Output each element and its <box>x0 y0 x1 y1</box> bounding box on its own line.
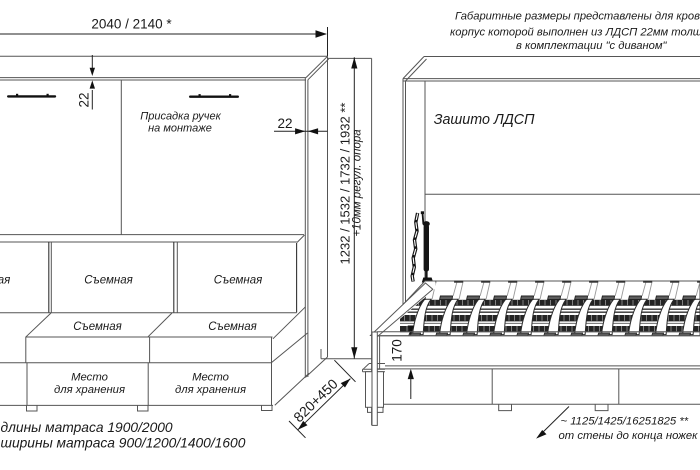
svg-text:длины матраса 1900/2000: длины матраса 1900/2000 <box>1 420 173 435</box>
svg-text:22: 22 <box>277 116 292 131</box>
svg-text:корпус которой выполнен из ЛДС: корпус которой выполнен из ЛДСП 22мм тол… <box>450 26 700 38</box>
svg-text:Съемная: Съемная <box>73 321 121 333</box>
svg-text:Место: Место <box>71 372 108 384</box>
svg-text:от стены до конца ножек: от стены до конца ножек <box>559 430 699 442</box>
svg-text:22: 22 <box>77 92 92 107</box>
svg-text:2040 / 2140 *: 2040 / 2140 * <box>91 17 172 32</box>
svg-text:Присадка ручек: Присадка ручек <box>140 111 221 123</box>
svg-text:Съемная: Съемная <box>214 275 262 287</box>
svg-text:Съемная: Съемная <box>84 275 132 287</box>
svg-text:Съемная: Съемная <box>0 275 10 287</box>
svg-text:в комплектации "с диваном": в комплектации "с диваном" <box>516 40 668 52</box>
svg-text:+10мм регул. опора: +10мм регул. опора <box>352 129 364 236</box>
svg-text:ширины матраса 900/1200/1400/1: ширины матраса 900/1200/1400/1600 <box>1 436 246 451</box>
svg-text:Габаритные размеры представлен: Габаритные размеры представлены для кров… <box>455 10 700 22</box>
svg-text:для хранения: для хранения <box>54 384 125 396</box>
svg-text:170: 170 <box>390 339 405 362</box>
svg-text:на монтаже: на монтаже <box>148 123 212 135</box>
svg-text:Зашито ЛДСП: Зашито ЛДСП <box>434 112 535 128</box>
svg-text:для хранения: для хранения <box>175 384 246 396</box>
svg-text:Съемная: Съемная <box>208 321 256 333</box>
svg-text:~ 1125/1425/16251825 **: ~ 1125/1425/16251825 ** <box>561 416 689 428</box>
svg-text:Место: Место <box>192 372 229 384</box>
svg-text:1232 / 1532 / 1732 / 1932 **: 1232 / 1532 / 1732 / 1932 ** <box>338 103 353 265</box>
